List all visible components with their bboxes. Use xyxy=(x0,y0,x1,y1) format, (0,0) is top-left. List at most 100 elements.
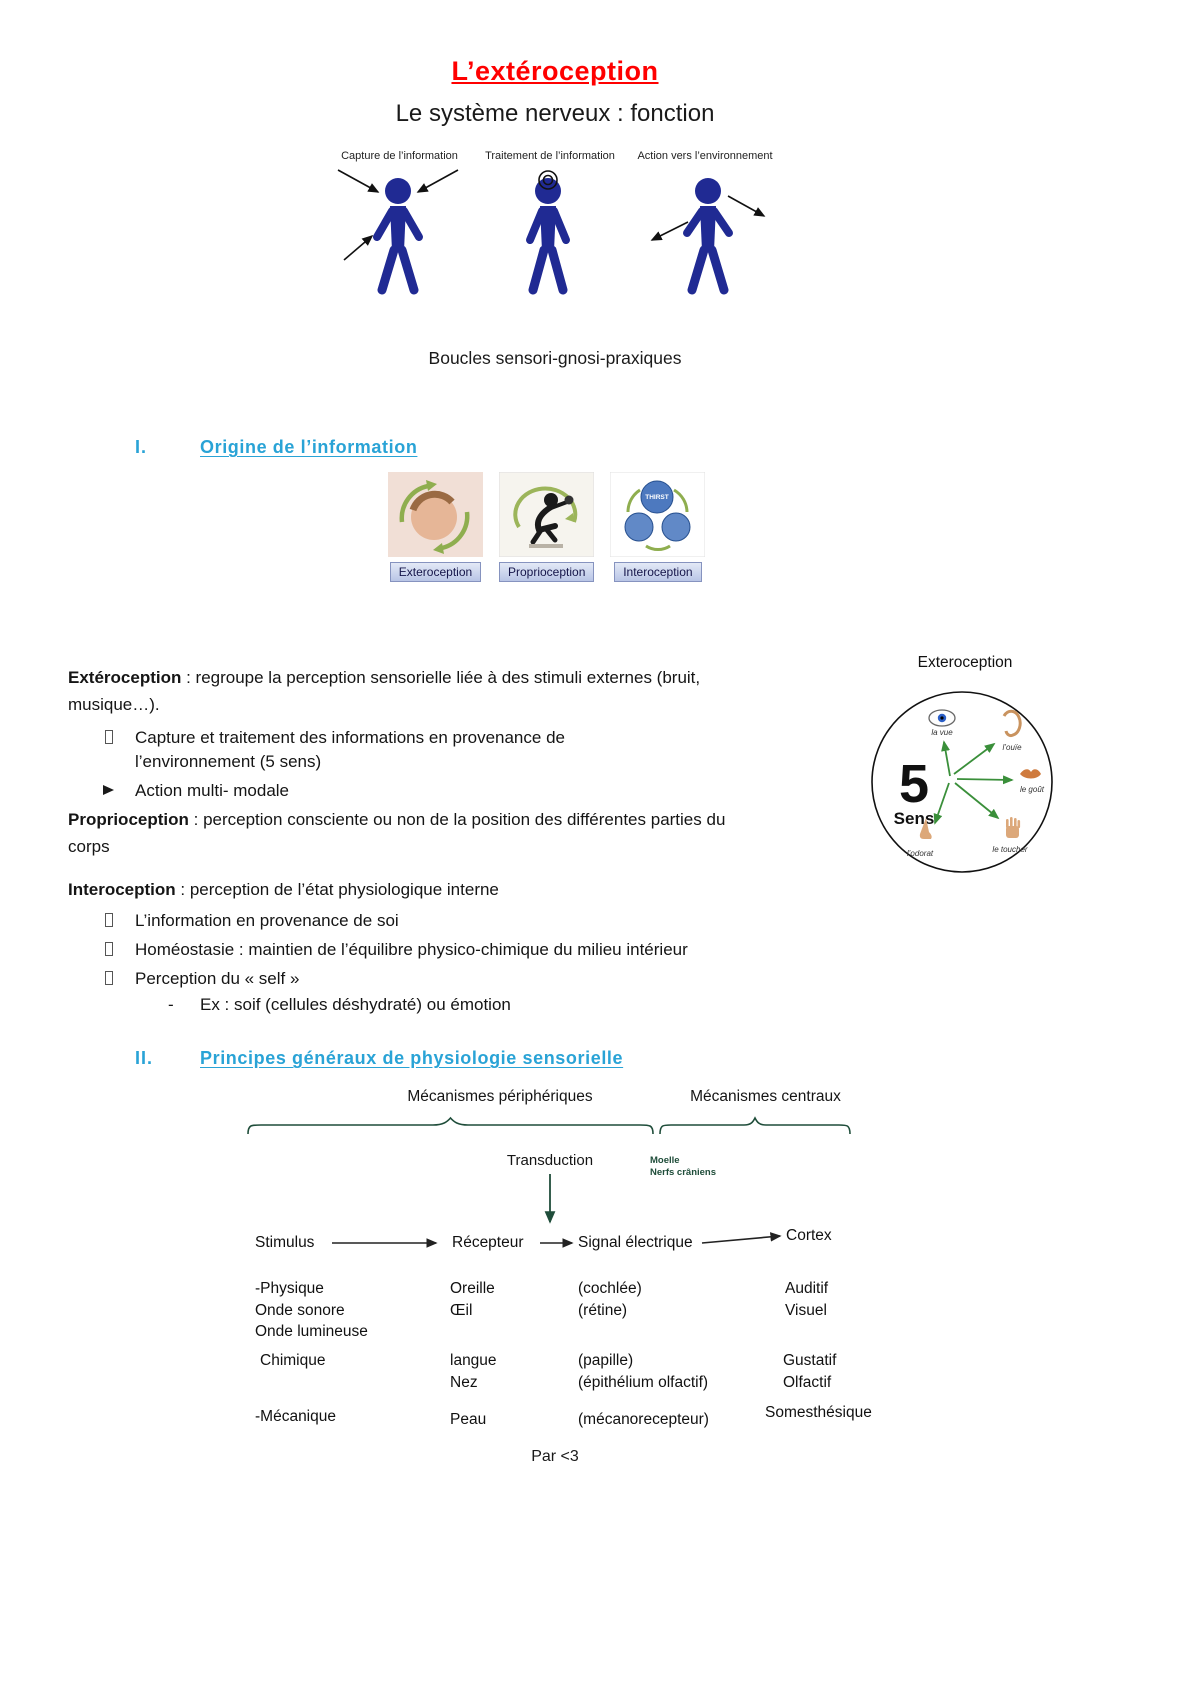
cell-line: -Mécanique xyxy=(255,1408,336,1425)
flow-recepteur: Récepteur xyxy=(452,1234,524,1251)
exteroception-paragraph: Extéroception : regroupe la perception s… xyxy=(68,664,768,718)
discus-thrower-icon xyxy=(544,493,559,507)
page-title: L’extéroception xyxy=(451,56,659,86)
cell-line: Onde sonore xyxy=(255,1301,345,1319)
cell-line: (mécanorecepteur) xyxy=(578,1411,709,1428)
box-bullet-icon xyxy=(105,730,113,744)
hand-icon xyxy=(1006,817,1021,838)
row1-cortex-cell: Auditif Visuel xyxy=(785,1278,828,1321)
classical-face-icon xyxy=(411,494,457,540)
bullet-homeostasie-text: Homéostasie : maintien de l’équilibre ph… xyxy=(135,940,688,959)
origin-images-row: Exteroception Proprioception xyxy=(388,472,706,582)
exteroception-desc: : regroupe la perception sensorielle lié… xyxy=(68,668,701,714)
cell-line: Gustatif xyxy=(783,1352,837,1369)
cycle-arrow-icon xyxy=(626,488,642,513)
bullet-homeostasie: Homéostasie : maintien de l’équilibre ph… xyxy=(68,938,768,962)
row2-signal-cell: (papille) (épithélium olfactif) xyxy=(578,1350,708,1393)
arrow-bullet-icon xyxy=(103,785,114,795)
row2-cortex-cell: Gustatif Olfactif xyxy=(783,1350,836,1393)
thirst-circle-icon xyxy=(640,480,674,514)
proprioception-thumb: Proprioception xyxy=(499,472,595,582)
cell-line: (rétine) xyxy=(578,1301,628,1319)
section1-number: I. xyxy=(135,437,148,457)
brace-peripheral xyxy=(247,1116,654,1135)
proprioception-image xyxy=(499,472,595,557)
figures-caption: Boucles sensori-gnosi-praxiques xyxy=(428,348,682,368)
ear-icon xyxy=(1002,709,1022,738)
cell-line: Olfactif xyxy=(783,1373,832,1391)
sense-label-odorat: l’odorat xyxy=(907,849,934,858)
cell-line: Nez xyxy=(450,1373,478,1391)
cycle-arrow-icon xyxy=(441,511,470,551)
section2-number: II. xyxy=(135,1048,154,1068)
cell-line: Onde lumineuse xyxy=(255,1323,368,1340)
figure-label-processing: Traitement de l’information xyxy=(485,150,615,162)
mouth-icon xyxy=(1020,769,1041,779)
proprioception-desc: : perception consciente ou non de la pos… xyxy=(68,810,726,856)
spinal-labels: Moelle Nerfs crâniens xyxy=(650,1155,716,1179)
cell-line: -Physique xyxy=(255,1280,324,1297)
exteroception-button: Exteroception xyxy=(389,562,482,582)
cell-line: (épithélium olfactif) xyxy=(578,1373,709,1391)
eye-icon xyxy=(928,709,956,727)
action-outgoing-arrows xyxy=(650,195,766,241)
interoception-term: Interoception xyxy=(68,880,176,899)
senses-diagram-title: Exteroception xyxy=(917,654,1013,671)
bullet-action: Action multi- modale xyxy=(68,779,768,803)
cell-line: Somesthésique xyxy=(765,1404,872,1421)
five-senses-diagram: 5 Sens la vue xyxy=(871,691,1053,873)
row1-stimulus-cell: -Physique Onde sonore Onde lumineuse xyxy=(255,1278,368,1343)
cell-line: Peau xyxy=(450,1411,487,1428)
exteroception-image xyxy=(388,472,483,557)
row2-receptor-cell: langue Nez xyxy=(450,1350,497,1393)
row3-signal-cell: (mécanorecepteur) xyxy=(578,1409,709,1431)
section1-title: Origine de l’information xyxy=(200,437,418,457)
sense-labels: la vue l’ouïe le goût le toucher l’odora… xyxy=(907,728,1045,858)
figure-label-action: Action vers l’environnement xyxy=(637,150,773,162)
interoception-button: Interoception xyxy=(614,562,702,582)
thirst-label: THIRST xyxy=(646,494,670,501)
box-bullet-icon xyxy=(105,913,113,927)
bullet-self: Perception du « self » xyxy=(68,967,768,991)
interoception-image: THIRST xyxy=(610,472,706,557)
row3-cortex-cell: Somesthésique xyxy=(765,1402,872,1424)
row1-signal-cell: (cochlée) (rétine) xyxy=(578,1278,642,1321)
page-subtitle: Le système nerveux : fonction xyxy=(395,100,715,127)
stick-figure-action xyxy=(683,178,733,295)
cell-line: (cochlée) xyxy=(578,1280,642,1297)
interoception-desc: : perception de l’état physiologique int… xyxy=(175,880,499,899)
row3-receptor-cell: Peau xyxy=(450,1409,486,1431)
sens-label: Sens xyxy=(894,809,935,828)
bullet-information-text: L’information en provenance de soi xyxy=(135,911,399,930)
central-mechanisms-label: Mécanismes centraux xyxy=(690,1088,841,1105)
row2-stimulus-cell: Chimique xyxy=(260,1350,325,1372)
capture-incoming-arrows xyxy=(337,169,459,261)
sub-bullet-example-text: Ex : soif (cellules déshydraté) ou émoti… xyxy=(200,995,511,1014)
nerfs-craniens-label: Nerfs crâniens xyxy=(650,1167,717,1178)
row3-stimulus-cell: -Mécanique xyxy=(255,1406,336,1428)
bullet-action-text: Action multi- modale xyxy=(135,781,290,800)
proprioception-term: Proprioception xyxy=(68,810,189,829)
interoception-paragraph: Interoception : perception de l’état phy… xyxy=(68,876,768,903)
bullet-capture: Capture et traitement des informations e… xyxy=(68,726,613,774)
cycle-arrow-icon xyxy=(513,486,578,529)
processing-spiral-icon xyxy=(538,170,558,190)
page-footer: Par <3 xyxy=(531,1448,579,1465)
sense-arrows xyxy=(933,740,1014,825)
box-bullet-icon xyxy=(105,971,113,985)
bullet-capture-text: Capture et traitement des informations e… xyxy=(135,728,565,771)
flow-stimulus: Stimulus xyxy=(255,1234,315,1251)
sense-label-gout: le goût xyxy=(1020,785,1045,794)
cell-line: Chimique xyxy=(260,1352,326,1369)
exteroception-term: Extéroception xyxy=(68,668,182,687)
flow-arrows xyxy=(332,1232,782,1248)
cell-line: Oreille xyxy=(450,1280,495,1297)
brace-central xyxy=(659,1116,851,1135)
sense-label-ouie: l’ouïe xyxy=(1002,743,1022,752)
proprioception-definition: Proprioception : perception consciente o… xyxy=(68,806,728,860)
cell-line: Auditif xyxy=(785,1280,829,1297)
cell-line: Visuel xyxy=(785,1301,827,1319)
interoception-definition: Interoception : perception de l’état phy… xyxy=(68,876,768,1017)
exteroception-thumb: Exteroception xyxy=(388,472,483,582)
